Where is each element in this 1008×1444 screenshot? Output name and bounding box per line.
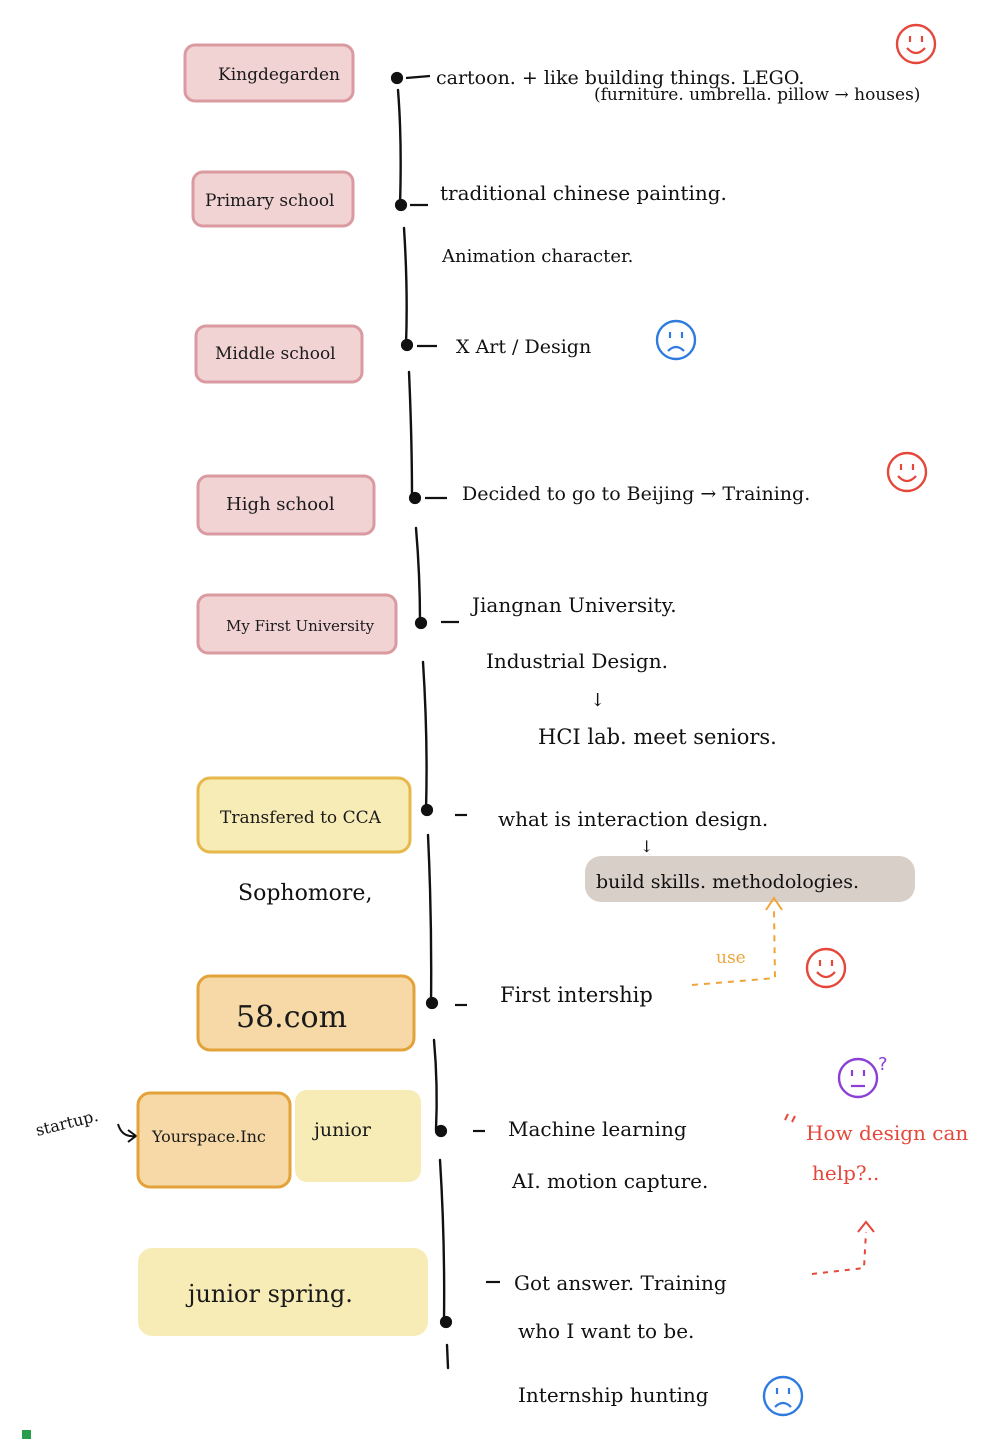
- stage-label-cca: Transfered to CCA: [220, 808, 382, 828]
- unsure-face-icon: ?: [837, 1054, 888, 1099]
- startup-arrow: [117, 1123, 138, 1143]
- stage-first-university: My First University: [196, 593, 398, 655]
- happy-face-icon-1: [895, 23, 937, 65]
- event-first-uni-3: HCI lab. meet seniors.: [538, 725, 777, 749]
- event-primary-2: Animation character.: [441, 246, 633, 267]
- methodologies-highlight: [585, 856, 915, 902]
- timeline-nodes: [390, 71, 500, 1329]
- event-spring-1: Got answer. Training: [514, 1271, 727, 1295]
- event-junior-2: AI. motion capture.: [511, 1169, 708, 1193]
- how-design-note-2: help?..: [812, 1161, 879, 1185]
- stage-label-middle: Middle school: [215, 344, 336, 364]
- happy-face-icon-2: [886, 451, 928, 493]
- svg-text:?: ?: [878, 1054, 888, 1075]
- quote-mark: [784, 1113, 796, 1123]
- use-label: use: [716, 948, 746, 968]
- stage-label-primary: Primary school: [205, 191, 335, 211]
- stage-label-kindergarten: Kingdegarden: [218, 65, 340, 85]
- event-first-uni-1: Jiangnan University.: [470, 593, 677, 617]
- stage-label-junior-spring: junior spring.: [185, 1280, 353, 1308]
- stage-label-58: 58.com: [236, 1000, 347, 1035]
- stage-yourspace: Yourspace.Inc: [136, 1091, 292, 1189]
- event-spring-3: Internship hunting: [518, 1383, 709, 1407]
- stage-cca: Transfered to CCA: [196, 776, 412, 854]
- stage-middle: Middle school: [194, 324, 364, 384]
- happy-face-icon-3: [805, 947, 847, 989]
- stage-label-junior: junior: [312, 1119, 372, 1141]
- stage-junior-spring: junior spring.: [138, 1248, 428, 1336]
- event-58-1: First intership: [500, 983, 653, 1007]
- event-kindergarten-2: (furniture. umbrella. pillow → houses): [594, 85, 920, 105]
- startup-note: startup.: [34, 1106, 101, 1140]
- corner-marker: [22, 1430, 31, 1439]
- stage-high: High school: [196, 474, 376, 536]
- event-primary-1: traditional chinese painting.: [440, 181, 727, 205]
- stage-label-first-university: My First University: [226, 617, 375, 635]
- help-connector: [811, 1220, 875, 1275]
- event-cca-arrow: ↓: [640, 837, 653, 856]
- event-high-1: Decided to go to Beijing → Training.: [462, 483, 810, 505]
- stage-label-high: High school: [226, 494, 335, 515]
- event-spring-2: who I want to be.: [518, 1319, 694, 1343]
- stage-primary: Primary school: [191, 170, 355, 228]
- stage-58: 58.com: [196, 974, 416, 1052]
- event-cca-1: what is interaction design.: [498, 807, 768, 831]
- event-kindergarten-1: cartoon. + like building things. LEGO.: [436, 67, 804, 89]
- event-middle-1: X Art / Design: [456, 336, 591, 358]
- sophomore-note: Sophomore,: [238, 881, 372, 906]
- stage-junior: junior: [295, 1090, 421, 1182]
- stage-kindergarten: Kingdegarden: [183, 43, 355, 103]
- sad-face-icon-2: [762, 1375, 804, 1417]
- event-first-uni-2: Industrial Design.: [486, 649, 668, 673]
- stage-label-yourspace: Yourspace.Inc: [151, 1127, 266, 1146]
- event-junior-1: Machine learning: [508, 1117, 687, 1141]
- event-cca-2: build skills. methodologies.: [596, 871, 859, 893]
- how-design-note-1: How design can: [806, 1121, 968, 1145]
- sad-face-icon-1: [655, 319, 697, 361]
- event-first-uni-arrow: ↓: [590, 690, 605, 711]
- timeline-spine: [396, 88, 450, 1370]
- use-connector: [691, 896, 783, 986]
